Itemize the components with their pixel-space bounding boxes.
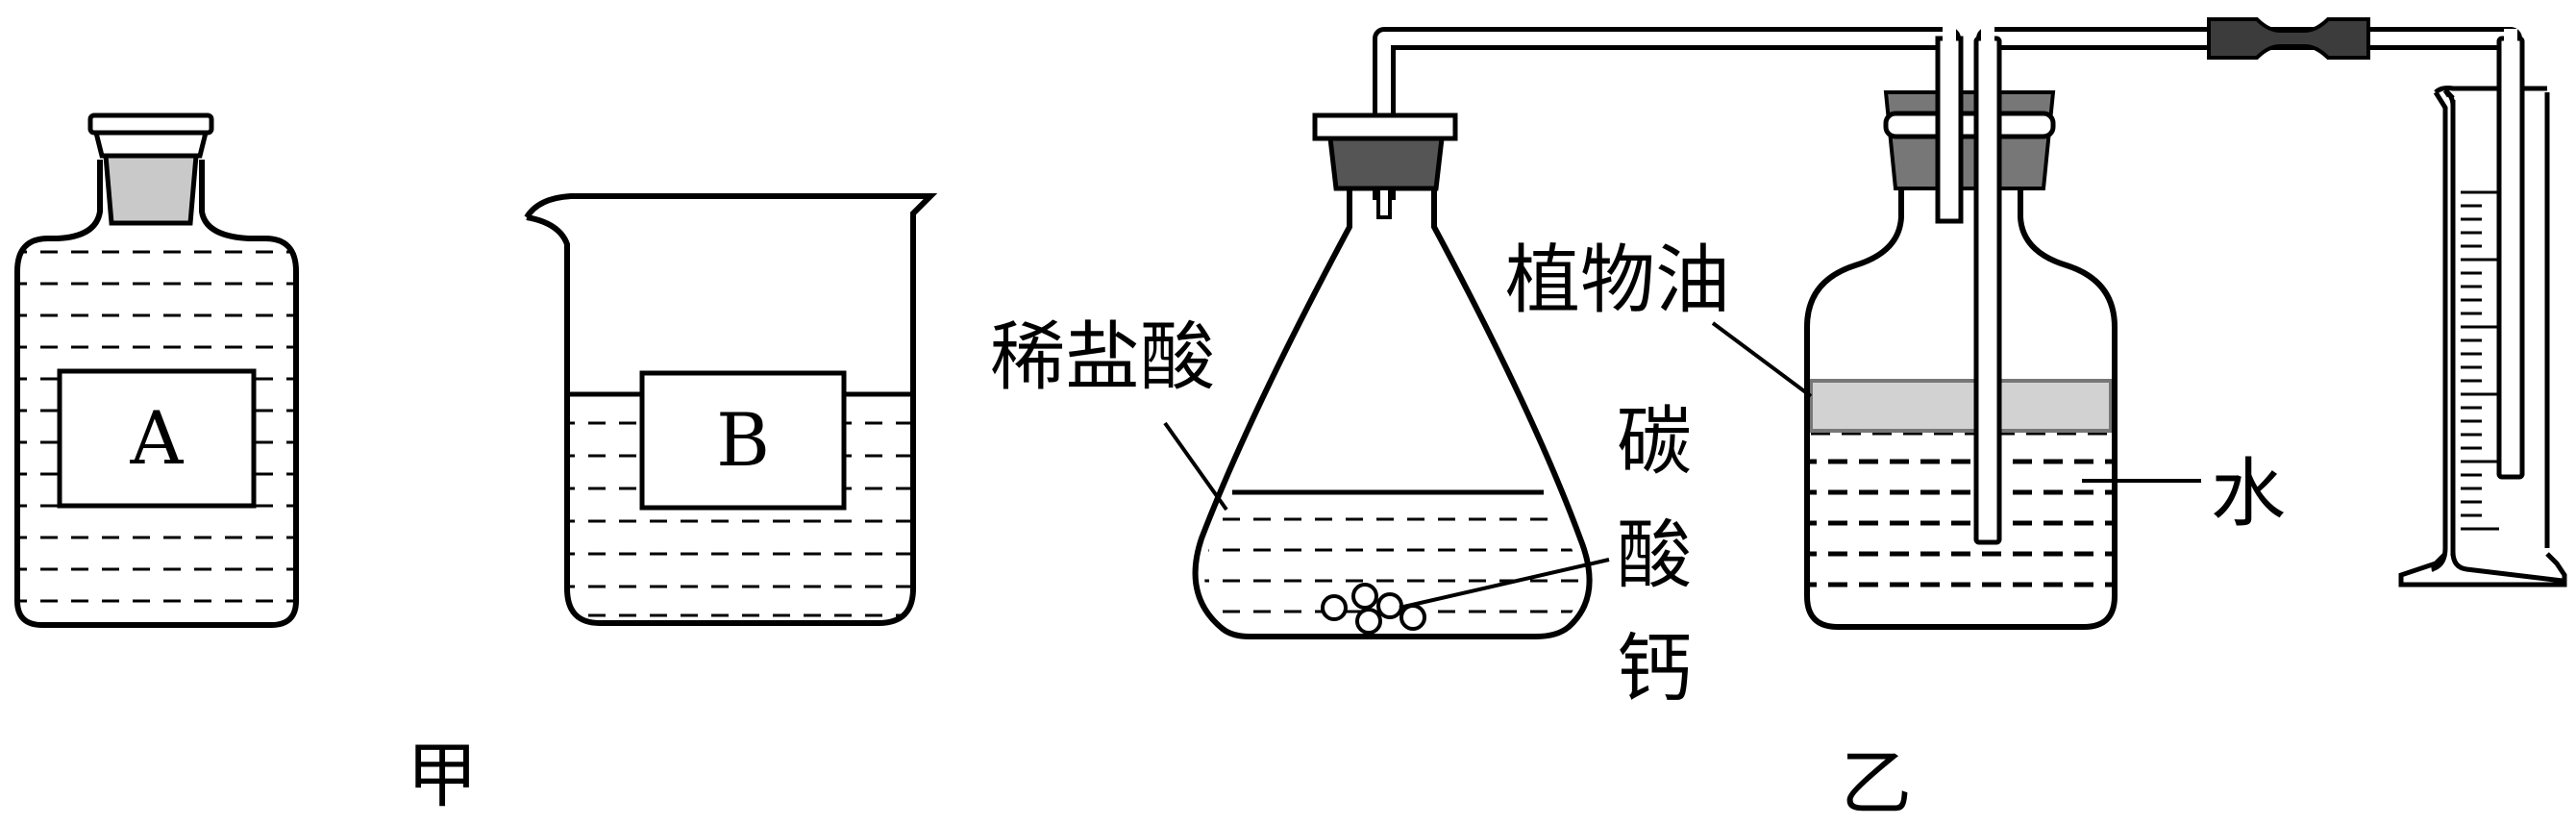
label-vegetable-oil: 植物油 [1505, 238, 1730, 324]
bottle-label-a: A [130, 395, 185, 481]
flask-stopper [1327, 136, 1445, 191]
beaker-body [524, 193, 938, 626]
calcium-carbonate-pellets [1321, 583, 1426, 635]
bottle-liquid [17, 250, 296, 603]
jar-body [1804, 188, 2118, 630]
jar-water [1807, 459, 2115, 588]
jar-stopper [1883, 90, 2056, 190]
graduated-cylinder [2442, 88, 2564, 584]
leader-acid [1163, 421, 1228, 512]
label-caco3-char-3: 钙 [1617, 626, 1692, 712]
collection-jar [1804, 90, 2118, 630]
bottle-body [14, 160, 299, 628]
flask-body [1192, 188, 1593, 639]
cylinder-body [2398, 86, 2567, 588]
bottle-label-box [57, 368, 257, 509]
beaker-label-b: B [716, 397, 770, 483]
flask-tube-end [1376, 187, 1392, 219]
stopper-collar [92, 130, 210, 159]
reagent-bottle: A [14, 112, 299, 628]
delivery-tube-1 [1373, 27, 1961, 221]
label-caco3-char-2: 酸 [1617, 512, 1692, 599]
beaker-label-box [639, 370, 847, 511]
label-water: 水 [2211, 451, 2286, 538]
caption-yi: 乙 [1841, 742, 1912, 820]
leader-oil [1711, 321, 1813, 398]
cylinder-inlet-tube [2496, 29, 2525, 480]
stopper-top [87, 112, 214, 136]
conical-flask [1192, 112, 1593, 639]
tube-joint-cover-2 [1981, 19, 1994, 48]
rubber-connector [2207, 17, 2370, 60]
jar-inlet-tube [1935, 36, 1964, 224]
leader-solid [1399, 558, 1610, 610]
cylinder-scale [2461, 190, 2499, 531]
label-dilute-hcl: 稀盐酸 [990, 314, 1215, 401]
tube-joint-cover-1 [1943, 19, 1956, 48]
vegetable-oil-layer [1809, 379, 2113, 433]
label-caco3-char-1: 碳 [1617, 399, 1692, 486]
stopper-plug [103, 153, 199, 226]
jar-outlet-tube [1973, 36, 2002, 545]
jar-stopper-band [1883, 111, 2056, 139]
caption-jia: 甲 [407, 735, 478, 817]
beaker: B [524, 193, 938, 626]
flask-stopper-rim [1312, 112, 1458, 141]
